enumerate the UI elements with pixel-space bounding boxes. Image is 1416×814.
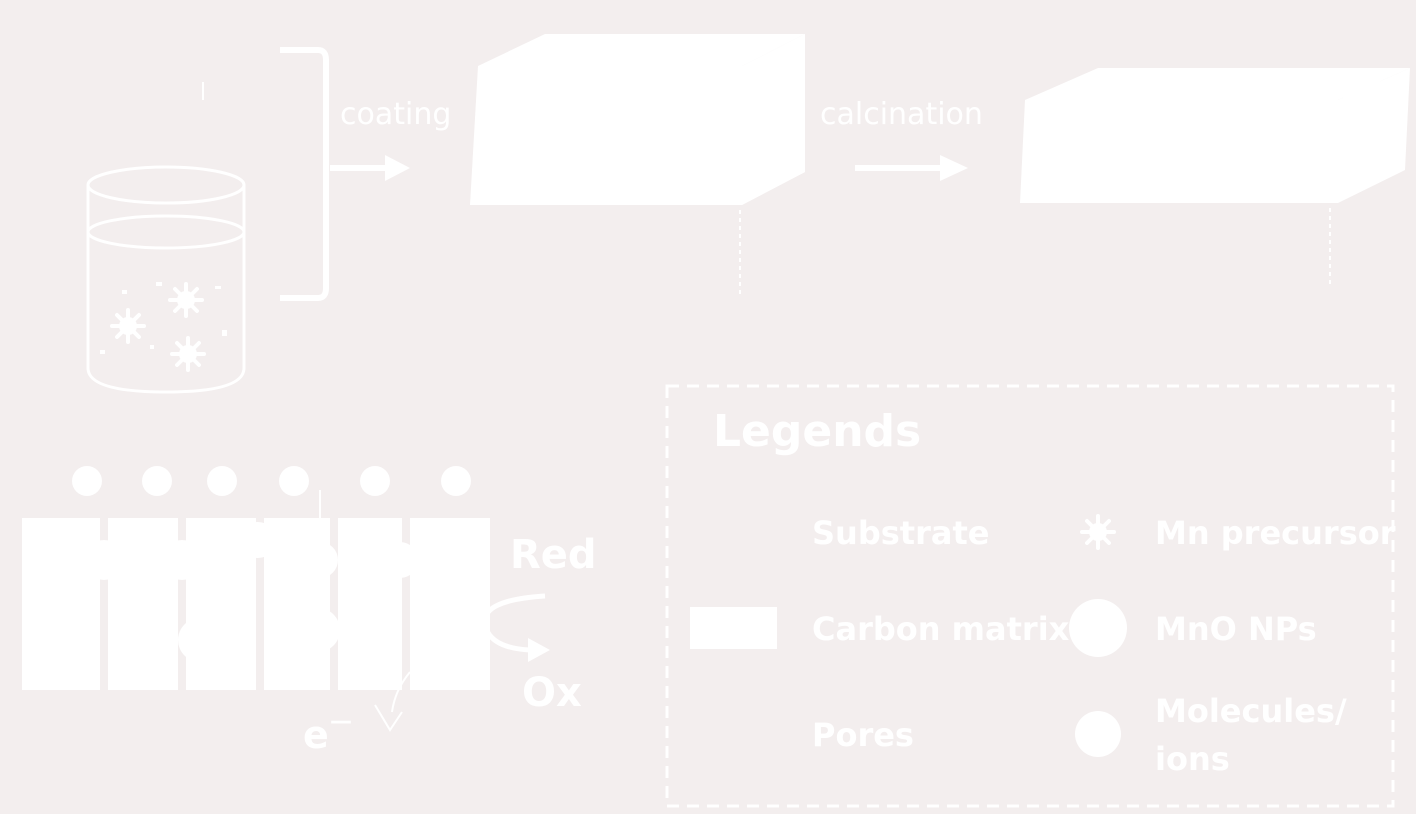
carbon-matrix-icon bbox=[690, 607, 777, 649]
electron-charge: — bbox=[330, 709, 352, 734]
coating-label: coating bbox=[340, 97, 451, 132]
arrow-head bbox=[385, 155, 410, 181]
mn-precursor-particle bbox=[642, 142, 678, 178]
porous-electrode bbox=[22, 466, 490, 732]
legend: Legends Substrate Mn precursor Carbon ma… bbox=[665, 384, 1396, 808]
carbon-matrix-columns bbox=[22, 518, 490, 690]
calcination-arrow bbox=[855, 155, 968, 181]
mn-precursor-particle bbox=[662, 102, 698, 138]
mno-np-icon bbox=[1069, 599, 1127, 657]
legend-label-molecules-2: ions bbox=[1155, 740, 1230, 778]
mn-precursor-particle bbox=[747, 110, 783, 146]
legend-label-molecules-1: Molecules/ bbox=[1155, 692, 1347, 730]
legend-label-substrate: Substrate bbox=[812, 514, 989, 552]
red-label: Red bbox=[510, 532, 597, 578]
molecules-row bbox=[72, 466, 471, 496]
legend-label-pores: Pores bbox=[812, 716, 914, 754]
mno-nps-in-pores bbox=[53, 522, 480, 662]
electron-label: e bbox=[303, 713, 329, 757]
redox-arrow bbox=[482, 593, 550, 662]
mn-precursor-icon bbox=[1080, 514, 1116, 550]
beaker bbox=[86, 165, 246, 394]
coated-substrate bbox=[470, 34, 805, 295]
legend-title: Legends bbox=[713, 406, 921, 457]
legend-label-mno-nps: MnO NPs bbox=[1155, 610, 1317, 648]
legend-label-mn-precursor: Mn precursor bbox=[1155, 514, 1396, 552]
mn-precursor-particle bbox=[752, 54, 788, 90]
mn-precursor-particle bbox=[110, 308, 146, 344]
molecule-icon bbox=[1075, 711, 1121, 757]
mn-precursor-particle bbox=[510, 140, 546, 176]
ox-label: Ox bbox=[522, 670, 582, 716]
legend-label-carbon-matrix: Carbon matrix bbox=[812, 610, 1070, 648]
mn-precursor-particle bbox=[542, 82, 578, 118]
calcination-label: calcination bbox=[820, 97, 983, 132]
mn-precursor-particle bbox=[170, 336, 206, 372]
mn-precursor-particle bbox=[610, 54, 646, 90]
mn-precursor-particle bbox=[168, 282, 204, 318]
coating-bracket bbox=[202, 47, 410, 301]
calcined-substrate bbox=[1020, 68, 1410, 288]
mn-precursor-particle bbox=[592, 104, 628, 140]
